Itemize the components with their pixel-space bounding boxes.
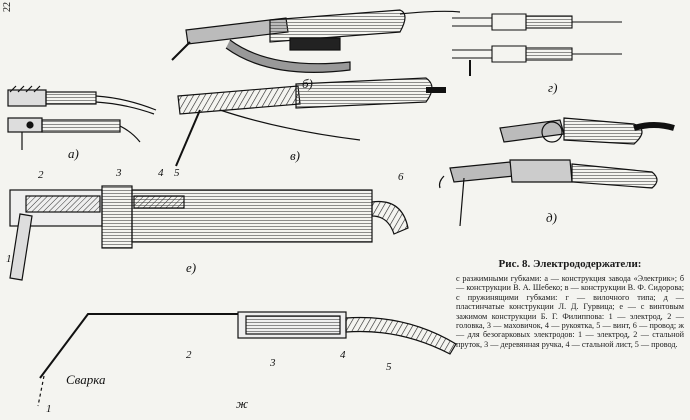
label-e: е) xyxy=(186,260,196,275)
label-v: в) xyxy=(290,148,300,163)
callout-zh-4: 4 xyxy=(340,349,346,361)
holder-v xyxy=(175,77,446,167)
figure-caption-text: с разжимными губками: а — конструкция за… xyxy=(456,274,684,349)
callout-zh-2: 2 xyxy=(186,349,192,361)
annotation-svarka: Сварка xyxy=(66,372,106,387)
callout-e-3: 3 xyxy=(115,167,122,179)
label-a: а) xyxy=(68,146,79,161)
callout-zh-3: 3 xyxy=(269,357,276,369)
holder-d xyxy=(438,117,675,227)
label-d: д) xyxy=(546,210,557,225)
callout-e-6: 6 xyxy=(398,171,404,183)
callout-zh-5: 5 xyxy=(386,361,392,373)
holder-g xyxy=(452,13,622,76)
holder-zh xyxy=(37,311,457,407)
callout-e-2: 2 xyxy=(38,169,44,181)
holder-b xyxy=(171,9,461,73)
figure-caption: Рис. 8. Электрододержатели: с разжимными… xyxy=(456,258,684,349)
callout-e-5: 5 xyxy=(174,167,180,179)
label-g: г) xyxy=(548,80,557,95)
callout-e-4: 4 xyxy=(158,167,164,179)
callout-zh-1: 1 xyxy=(46,403,52,415)
label-zh: ж xyxy=(236,396,248,411)
holder-a xyxy=(7,85,157,150)
callout-e-1: 1 xyxy=(6,253,12,265)
holder-e xyxy=(9,185,409,281)
figure-title: Рис. 8. Электрододержатели: xyxy=(498,258,642,270)
